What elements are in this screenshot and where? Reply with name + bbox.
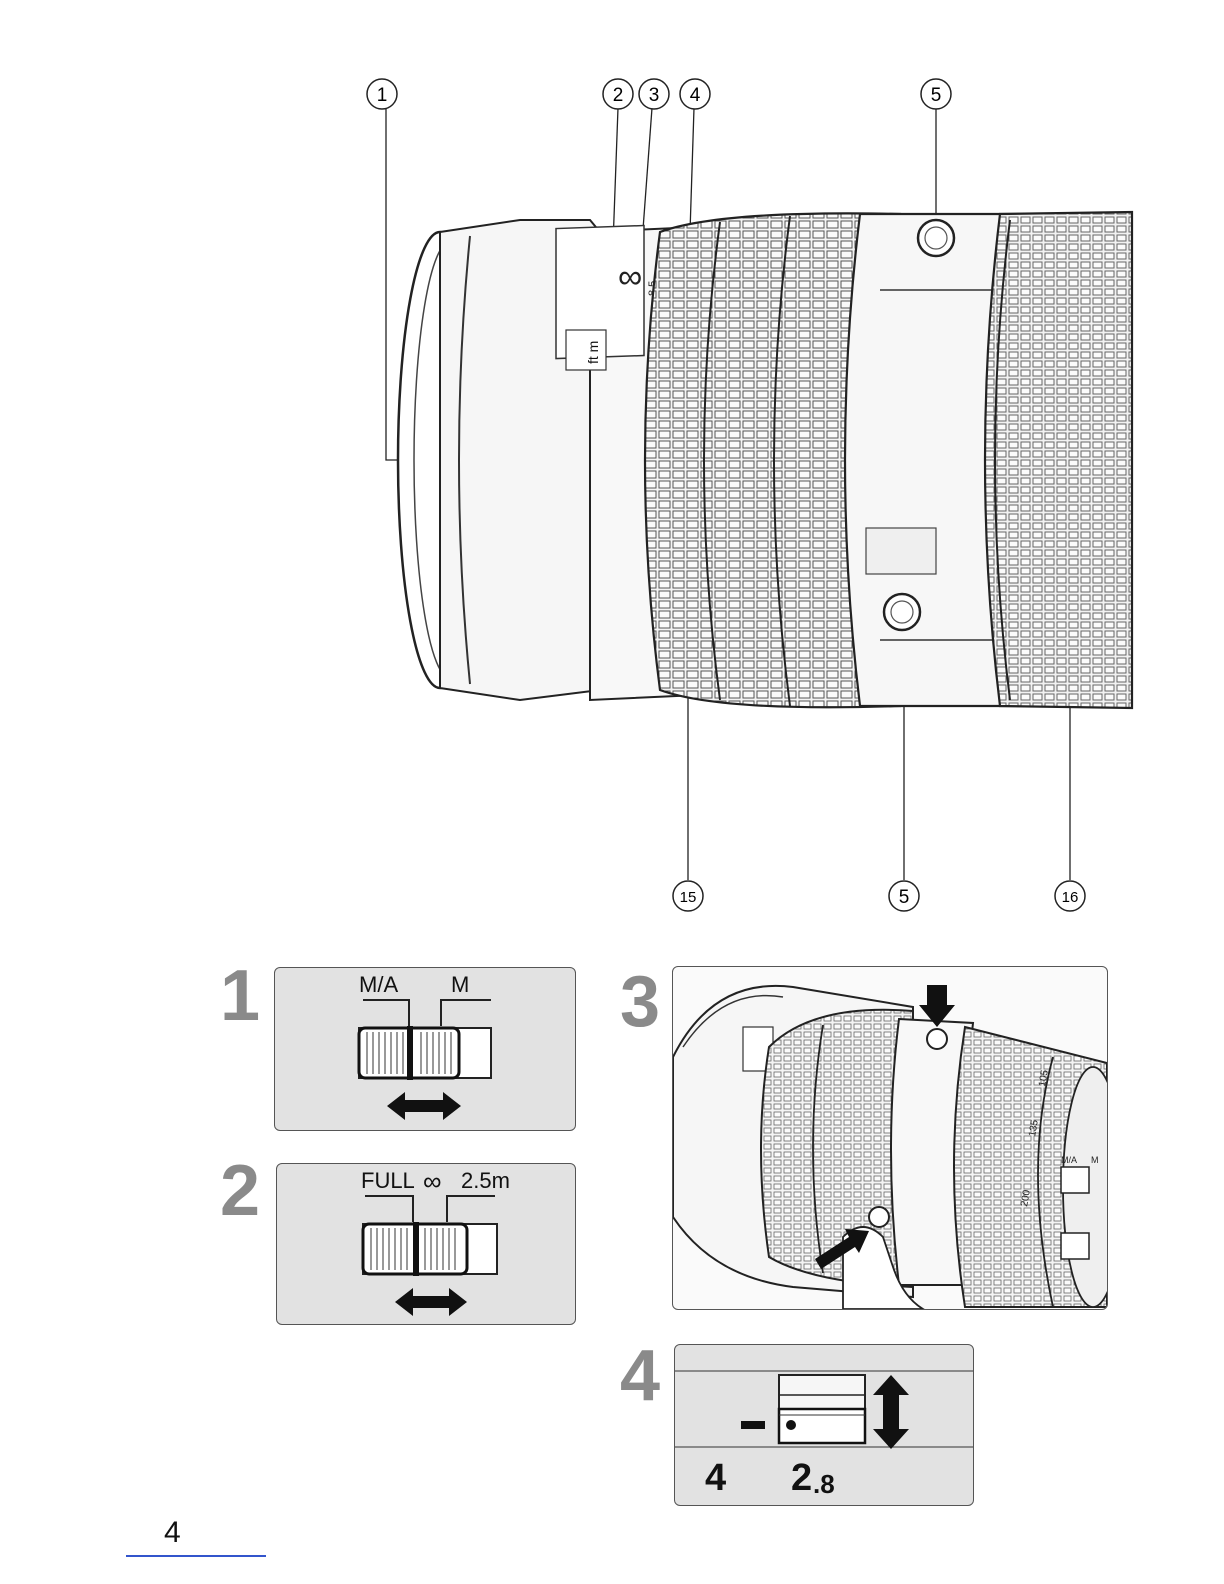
callout-3: 3	[649, 85, 660, 106]
callout-5-top: 5	[931, 85, 942, 106]
step-3-ring-label-ma: M/A	[1061, 1155, 1077, 1165]
focus-lock-button-top	[918, 220, 954, 256]
focus-lock-button-bottom	[884, 594, 920, 630]
step-3-number: 3	[620, 966, 660, 1038]
step-4-number: 4	[620, 1340, 660, 1412]
step-4-aperture-right-small: .8	[813, 1469, 835, 1500]
callout-2: 2	[613, 85, 624, 106]
lens-illustration: ft m ∞ 8.5 1 2 3 4 5 15 5 16	[0, 0, 1224, 930]
step-3-ring-label-m: M	[1091, 1155, 1099, 1165]
step-1-number: 1	[220, 960, 260, 1032]
page-number: 4	[164, 1516, 181, 1550]
step-1-panel: M/A M	[274, 967, 576, 1131]
callout-1: 1	[377, 85, 388, 106]
infinity-mark: ∞	[618, 258, 642, 296]
callout-15: 15	[680, 889, 697, 906]
step-3-panel: 135 105 200 M/A M	[672, 966, 1108, 1310]
step-2-number: 2	[220, 1155, 260, 1227]
callout-16: 16	[1062, 889, 1079, 906]
step-4-aperture-left: 4	[705, 1457, 726, 1500]
step-1-switch-diagram	[275, 968, 575, 1130]
callout-4: 4	[690, 85, 701, 106]
step-4-panel: 4 2 .8	[674, 1344, 974, 1506]
footer-rule	[126, 1555, 266, 1557]
step-4-aperture-right: 2	[791, 1457, 812, 1500]
scale-units-text: ft m	[585, 341, 601, 364]
step-2-switch-diagram	[277, 1164, 575, 1324]
callout-5-bottom: 5	[899, 887, 910, 908]
step-3-lens-photo: 135 105 200 M/A M	[673, 967, 1107, 1309]
step-2-panel: FULL ∞ 2.5m	[276, 1163, 576, 1325]
